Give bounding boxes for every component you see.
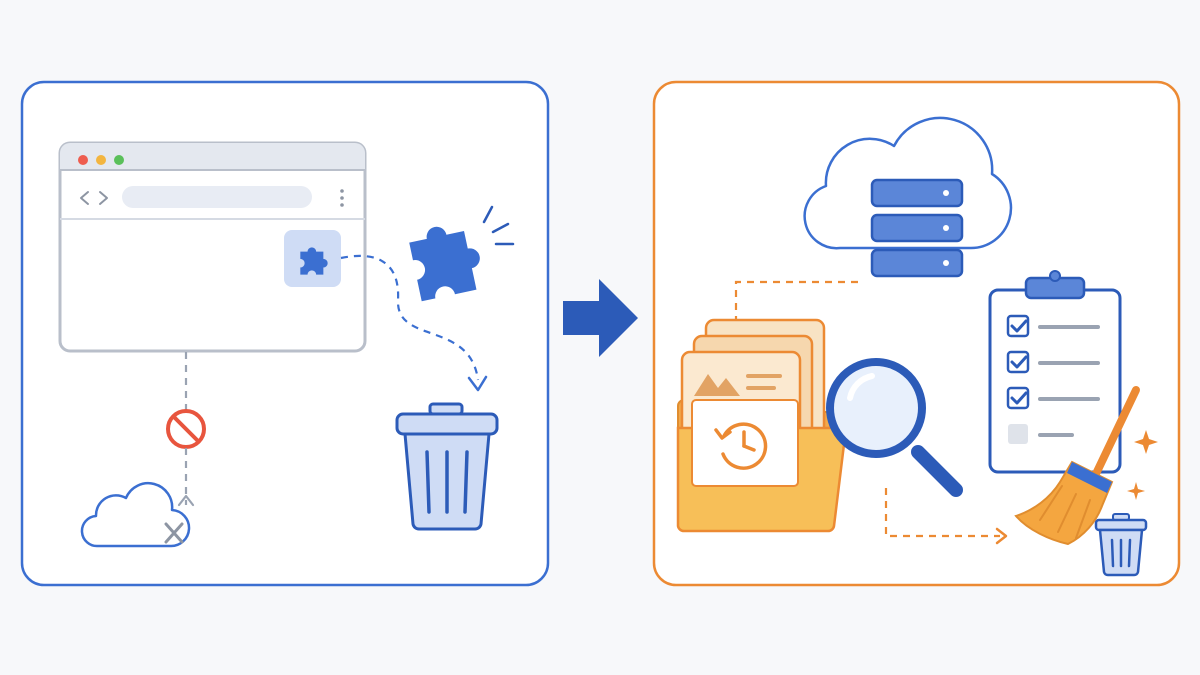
menu-dots-icon (340, 189, 344, 207)
arrow-right-icon (563, 279, 638, 357)
puzzle-icon (409, 205, 515, 302)
sparkle-icon (1134, 430, 1158, 454)
small-trash-icon (1094, 513, 1148, 577)
extension-icon (284, 230, 341, 287)
removal-arrowhead (467, 375, 488, 392)
checklist-item (1006, 350, 1100, 374)
right-panel (652, 80, 1181, 587)
image-thumbnail-icon (694, 374, 740, 396)
cloud-to-folder-path (734, 280, 858, 322)
checklist-clipboard-icon (988, 270, 1122, 474)
window-close-dot (78, 155, 88, 165)
checklist-item (1006, 386, 1100, 410)
browser-window (58, 141, 367, 353)
window-minimize-dot (96, 155, 106, 165)
checklist-item (1006, 314, 1100, 338)
magnifier-icon (826, 358, 963, 497)
back-icon (80, 191, 89, 205)
checklist-item (1008, 424, 1074, 444)
cloud-icon (80, 481, 191, 548)
left-panel (20, 80, 550, 587)
sparkle-icon (1127, 482, 1145, 500)
scan-to-clean-path (884, 488, 1000, 538)
forward-icon (99, 191, 108, 205)
sparkle-lines (482, 205, 515, 246)
server-stack-icon (870, 178, 964, 278)
history-clock-icon (714, 422, 768, 470)
scan-to-clean-arrowhead (995, 527, 1008, 545)
broom-icon (1014, 386, 1140, 546)
trash-can-icon (395, 402, 499, 531)
removal-path (340, 254, 480, 381)
blocked-icon (166, 409, 206, 449)
sync-arrowhead (177, 494, 195, 507)
window-maximize-dot (114, 155, 124, 165)
folder-icon (676, 318, 848, 533)
sync-x-icon (164, 522, 184, 544)
address-bar (122, 186, 312, 208)
